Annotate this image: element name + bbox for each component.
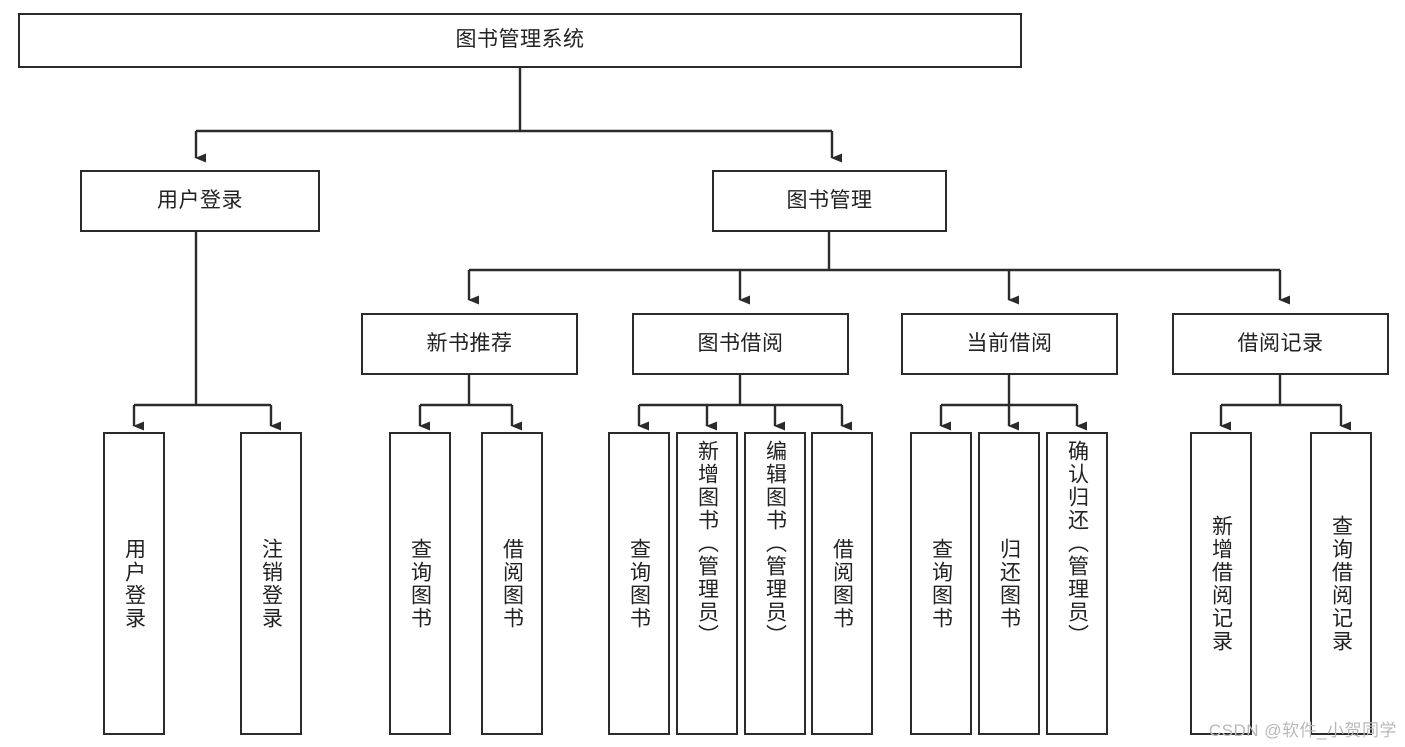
node-label: 新增图书（管理员）: [695, 440, 719, 647]
node-book-management[interactable]: 图书管理: [712, 170, 947, 232]
node-label: 图书管理: [786, 188, 873, 212]
node-label: 新增借阅记录: [1209, 514, 1233, 653]
leaf-user-login[interactable]: 用户登录: [103, 432, 165, 735]
leaf-edit-book[interactable]: 编辑图书（管理员）: [744, 432, 806, 735]
node-book-borrow[interactable]: 图书借阅: [632, 313, 849, 375]
node-label: 确认归还（管理员）: [1065, 440, 1089, 647]
node-new-book-recommend[interactable]: 新书推荐: [361, 313, 578, 375]
node-label: 注销登录: [259, 537, 283, 630]
leaf-borrow-book-new-recommend[interactable]: 借阅图书: [481, 432, 543, 735]
node-label: 查询借阅记录: [1329, 514, 1353, 653]
leaf-confirm-return[interactable]: 确认归还（管理员）: [1046, 432, 1108, 735]
node-user-login[interactable]: 用户登录: [80, 170, 320, 232]
leaf-query-borrow-record[interactable]: 查询借阅记录: [1310, 432, 1372, 735]
node-label: 当前借阅: [966, 331, 1053, 355]
node-label: 用户登录: [122, 537, 146, 630]
node-label: 编辑图书（管理员）: [763, 440, 787, 647]
node-current-borrow[interactable]: 当前借阅: [901, 313, 1118, 375]
node-label: 借阅记录: [1237, 331, 1324, 355]
leaf-query-book-current[interactable]: 查询图书: [910, 432, 972, 735]
leaf-logout-login[interactable]: 注销登录: [240, 432, 302, 735]
node-root-book-management-system[interactable]: 图书管理系统: [18, 13, 1022, 68]
leaf-add-book[interactable]: 新增图书（管理员）: [676, 432, 738, 735]
node-label: 借阅图书: [830, 537, 854, 630]
node-label: 新书推荐: [426, 331, 513, 355]
node-label: 查询图书: [408, 537, 432, 630]
node-label: 图书借阅: [697, 331, 784, 355]
leaf-query-book-borrow[interactable]: 查询图书: [608, 432, 670, 735]
node-label: 归还图书: [997, 537, 1021, 630]
node-label: 用户登录: [157, 188, 243, 212]
node-label: 借阅图书: [500, 537, 524, 630]
node-label: 查询图书: [627, 537, 651, 630]
node-label: 查询图书: [929, 537, 953, 630]
leaf-return-book[interactable]: 归还图书: [978, 432, 1040, 735]
leaf-borrow-book-borrow[interactable]: 借阅图书: [811, 432, 873, 735]
leaf-add-borrow-record[interactable]: 新增借阅记录: [1190, 432, 1252, 735]
leaf-query-book-new-recommend[interactable]: 查询图书: [389, 432, 451, 735]
node-label: 图书管理系统: [455, 28, 585, 52]
node-borrow-record[interactable]: 借阅记录: [1172, 313, 1389, 375]
